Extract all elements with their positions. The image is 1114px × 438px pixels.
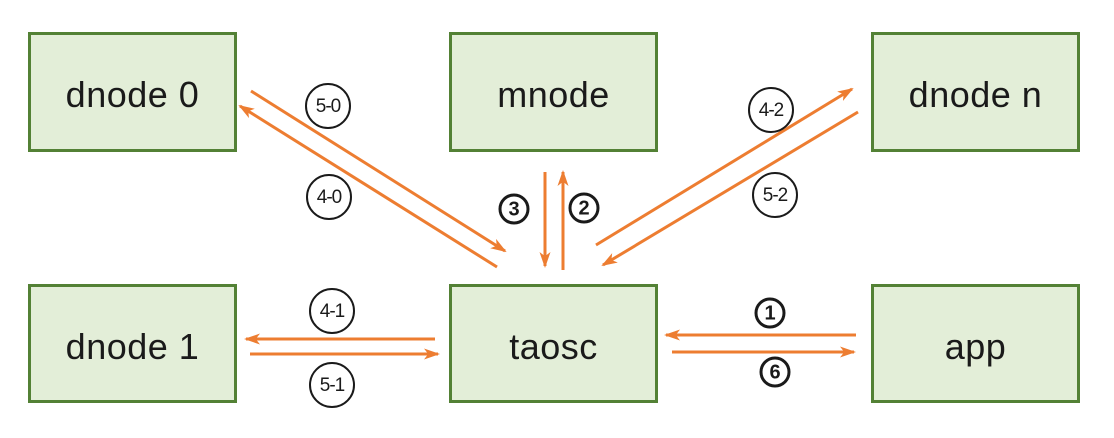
node-mnode: mnode <box>449 32 658 152</box>
step-label-2: 2 <box>568 192 600 224</box>
node-label-dnode0: dnode 0 <box>65 74 200 115</box>
step-label-4-0: 4-0 <box>306 174 352 220</box>
node-label-dnode1: dnode 1 <box>65 325 200 367</box>
node-label-taosc: taosc <box>509 325 598 367</box>
node-label-dnoden: dnode n <box>908 74 1043 115</box>
step-label-5-0: 5-0 <box>305 83 351 129</box>
step-label-5-1: 5-1 <box>309 362 355 408</box>
node-taosc: taosc <box>449 284 658 403</box>
node-label-mnode: mnode <box>497 74 610 115</box>
node-dnoden: dnode n <box>871 32 1080 152</box>
node-label-app: app <box>944 325 1007 367</box>
step-label-4-1: 4-1 <box>309 288 355 334</box>
step-label-1: 1 <box>754 297 786 329</box>
step-label-3: 3 <box>498 193 530 225</box>
step-label-4-2: 4-2 <box>748 87 794 133</box>
node-app: app <box>871 284 1080 403</box>
step-label-6: 6 <box>759 356 791 388</box>
node-dnode0: dnode 0 <box>28 32 237 152</box>
node-dnode1: dnode 1 <box>28 284 237 403</box>
step-label-5-2: 5-2 <box>752 172 798 218</box>
